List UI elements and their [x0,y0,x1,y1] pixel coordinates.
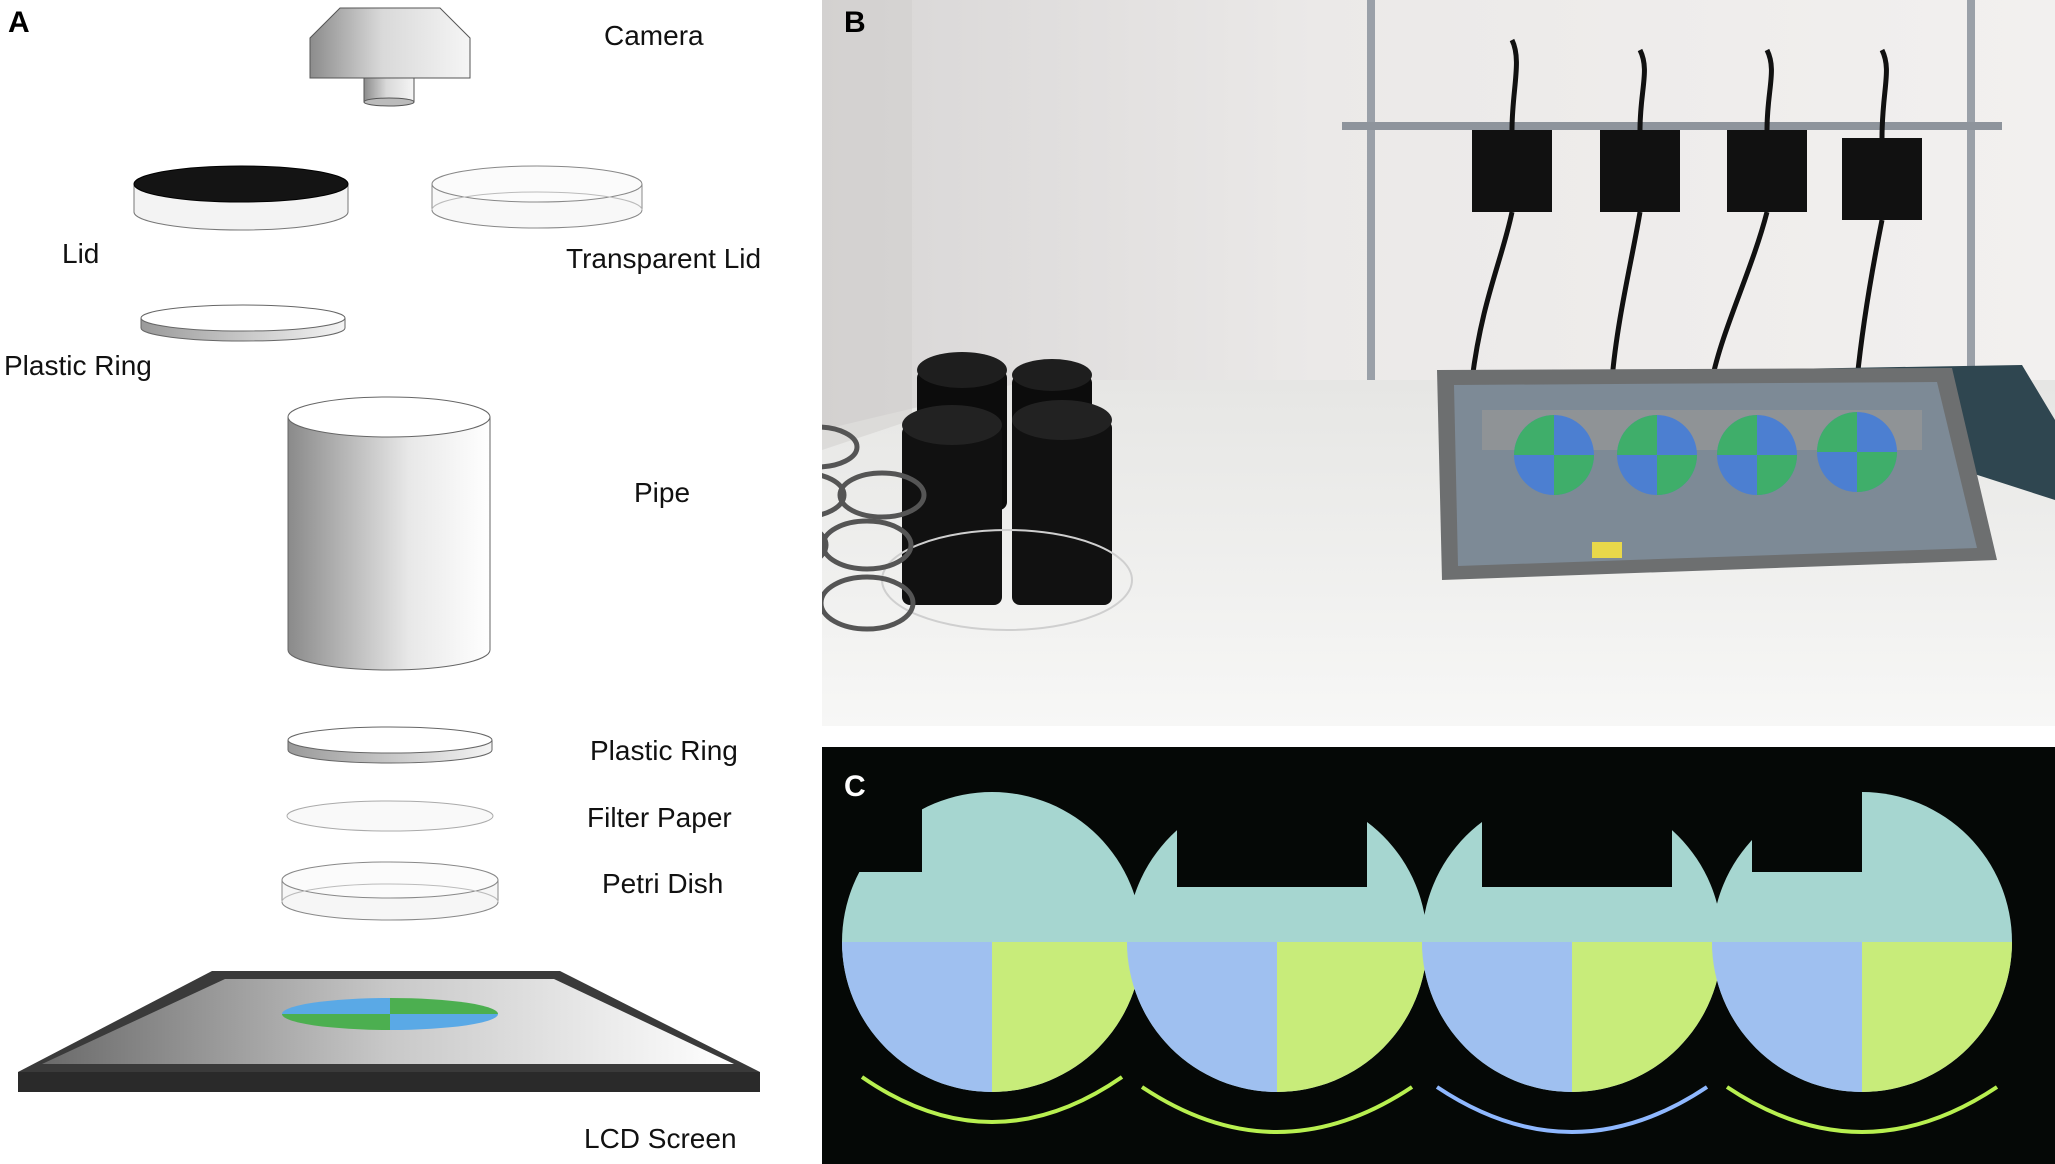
arena-photo [822,747,2055,1164]
exploded-assembly-diagram [18,7,760,1092]
pipe-cylinders [881,352,1133,631]
setup-photo [822,0,2055,726]
plastic-ring-top-shape [140,304,346,342]
panel-label-a: A [8,6,30,39]
arena-2 [1127,747,1427,1134]
label-lid: Lid [62,238,100,269]
camera-array [1469,38,1922,381]
plastic-rings [822,424,927,632]
lcd-screen-shape [18,971,760,1092]
petri-dish-shape [281,861,499,921]
lcd-tablet [1437,368,1997,580]
arena-4 [1712,747,2012,1134]
panel-label-c: C [844,770,866,803]
stand-rod-left [1367,0,1375,380]
stand-rod-right [1967,0,1975,420]
arena-3 [1422,747,1722,1134]
transparent-lid-shape [431,165,643,229]
plastic-ring-bottom-shape [287,726,493,764]
panel-label-b: B [844,6,866,39]
label-plastic-ring-bottom: Plastic Ring [590,735,738,766]
quadrant-pattern [282,998,498,1030]
label-camera: Camera [604,20,704,51]
label-lcd-screen: LCD Screen [584,1123,737,1154]
label-filter-paper: Filter Paper [587,802,732,833]
pipe-shape [287,396,491,671]
label-plastic-ring-top: Plastic Ring [4,350,152,381]
crossbar [1342,122,2002,130]
filter-paper-shape [286,800,494,832]
label-pipe: Pipe [634,477,691,508]
lid-shape [133,165,349,231]
camera-shape [309,7,471,107]
arena-1 [822,747,1142,1124]
label-petri-dish: Petri Dish [602,868,724,899]
label-transparent-lid: Transparent Lid [566,243,762,274]
